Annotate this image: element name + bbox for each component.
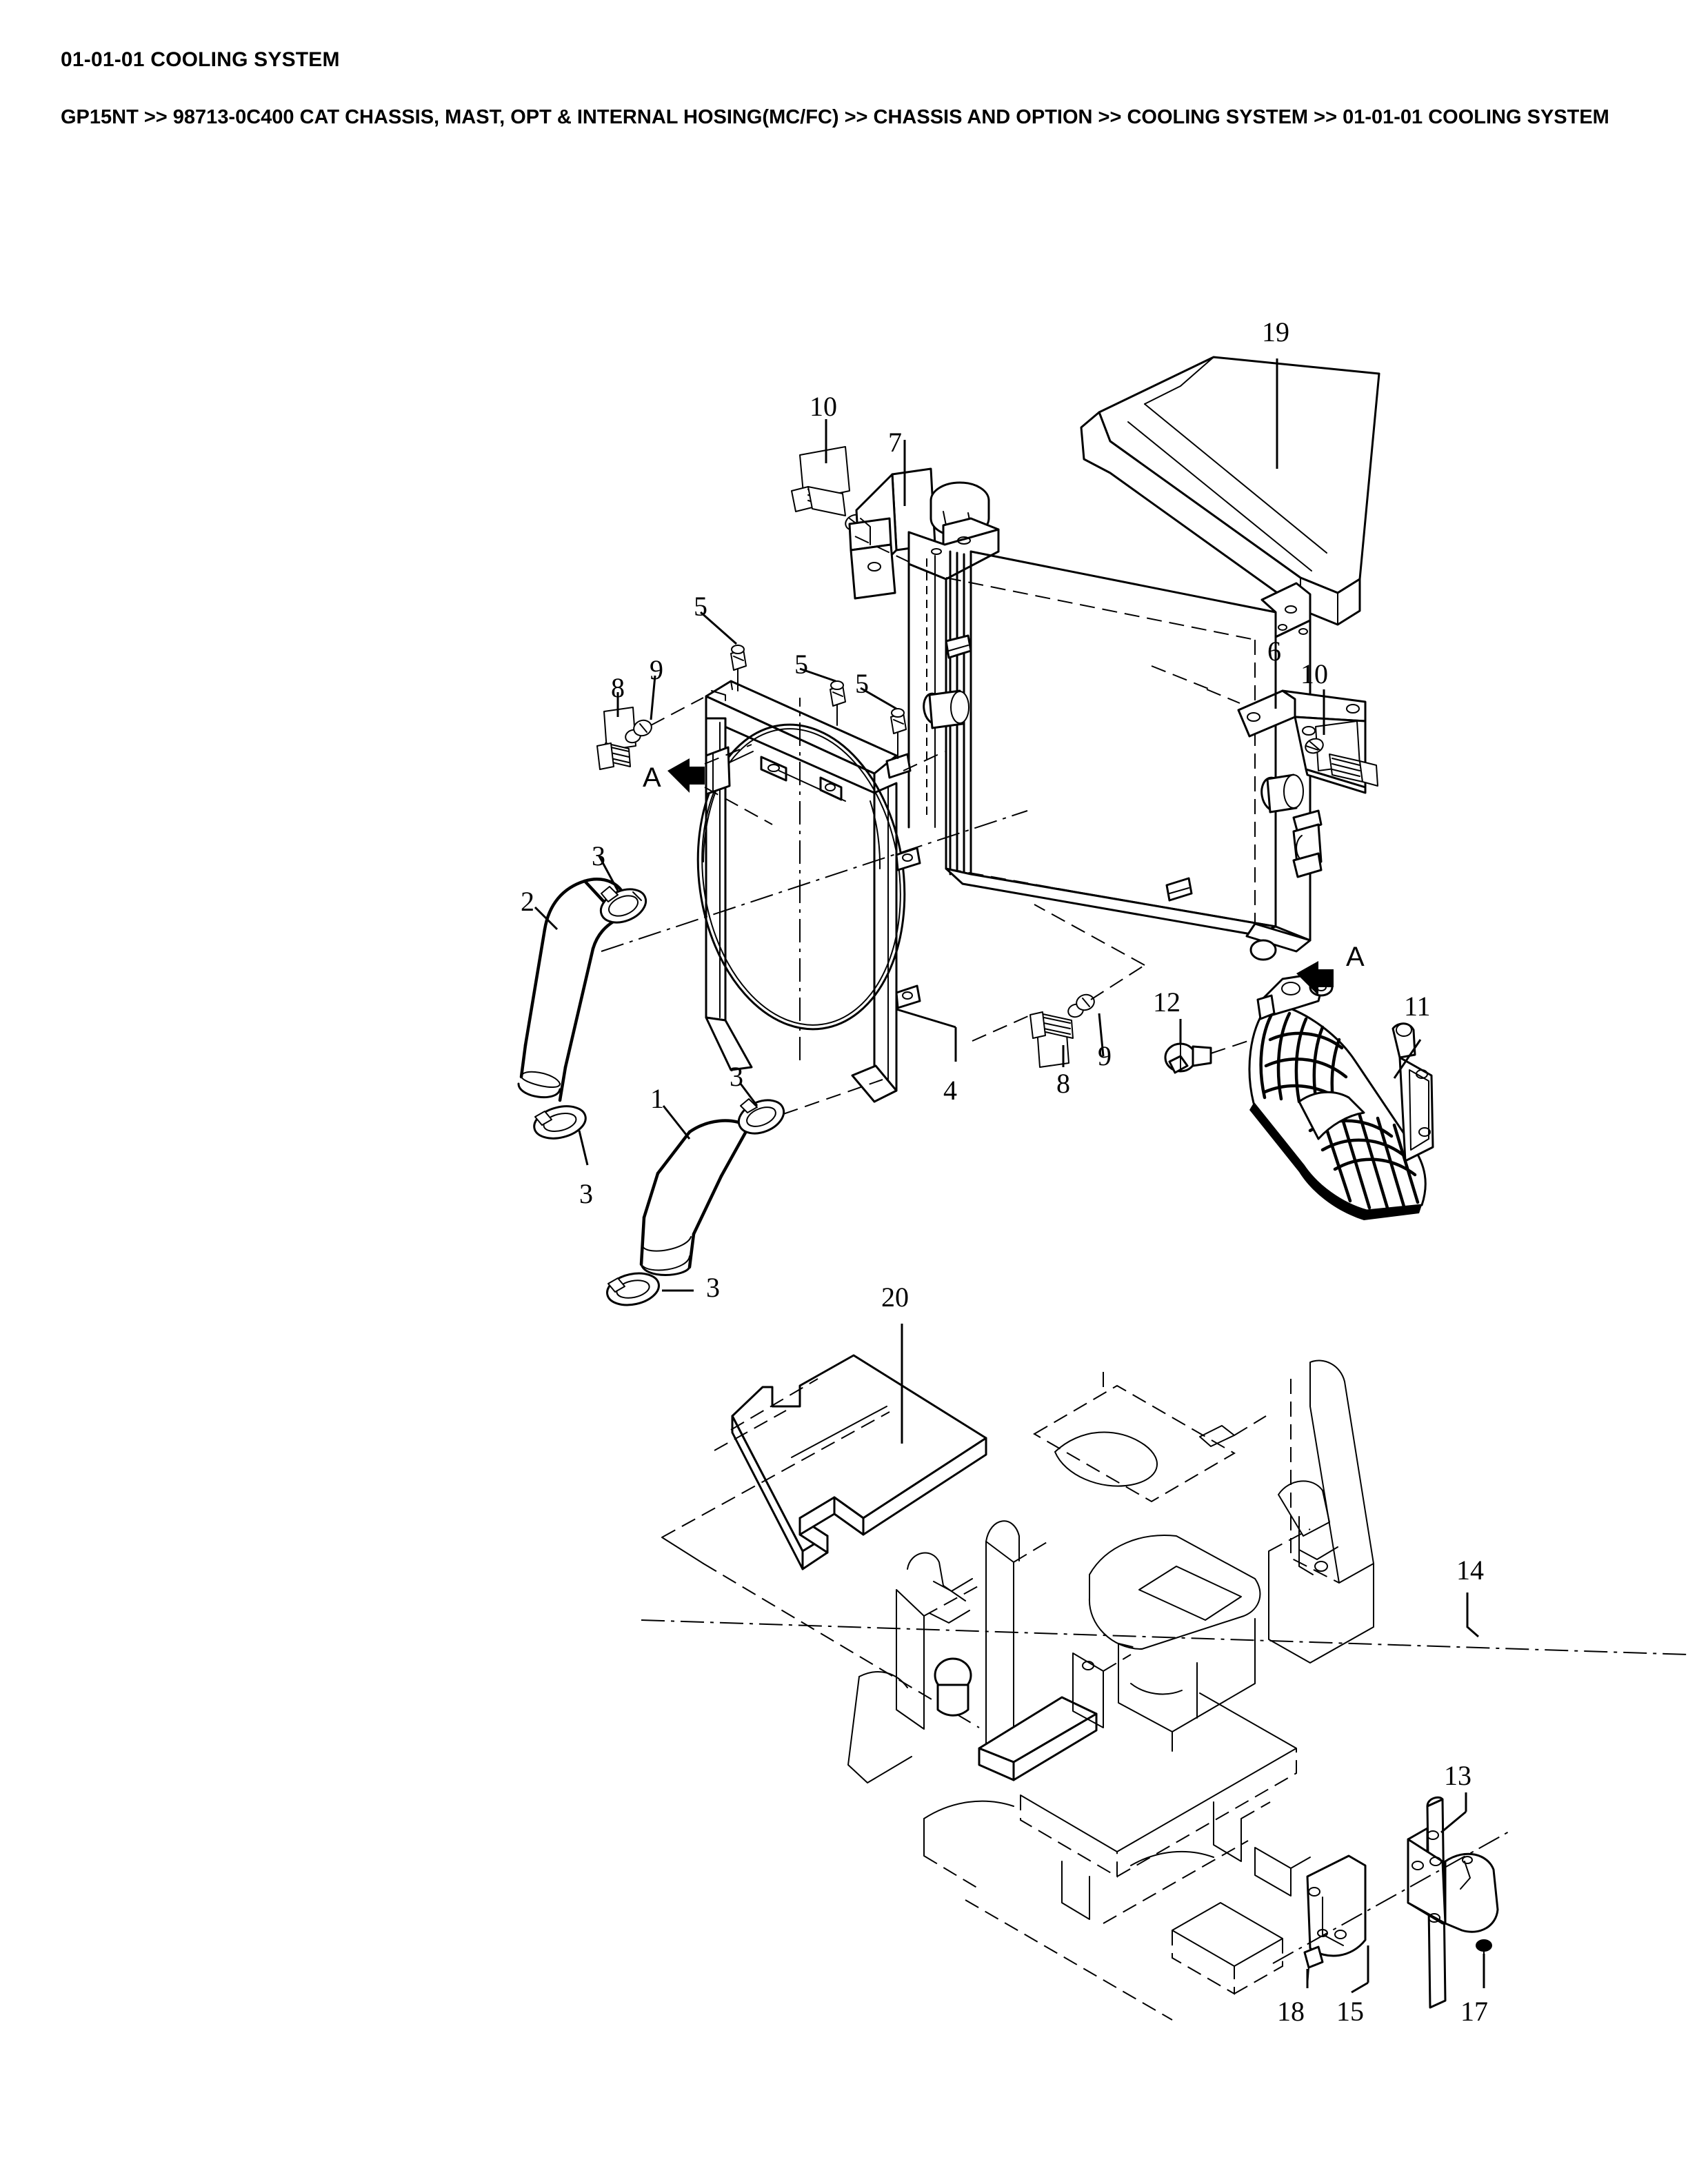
callout-5-c: 5 (855, 668, 869, 699)
page-title: 01-01-01 COOLING SYSTEM (61, 48, 340, 71)
callout-10-a: 10 (810, 391, 837, 422)
section-arrow-left (667, 758, 705, 793)
callout-7: 7 (888, 427, 902, 458)
part-3-clamp-d (606, 1272, 660, 1306)
breadcrumb: GP15NT >> 98713-0C400 CAT CHASSIS, MAST,… (61, 106, 1609, 128)
callout-8-b: 8 (1056, 1068, 1070, 1099)
callout-19: 19 (1262, 316, 1289, 347)
callout-17: 17 (1460, 1996, 1488, 2027)
chassis-assembly (641, 1359, 1688, 2021)
callout-12: 12 (1153, 987, 1180, 1018)
radiator-core (907, 481, 1323, 961)
callout-8-a: 8 (611, 672, 625, 703)
part-10-bolt-right (1305, 720, 1378, 787)
callout-4: 4 (943, 1075, 957, 1106)
callout-20: 20 (881, 1282, 909, 1313)
part-5-clip-a (730, 645, 747, 671)
part-3-clamp-a (599, 886, 647, 924)
part-20-insulation-pad (731, 1354, 987, 1570)
callout-9-a: 9 (650, 654, 663, 685)
callout-13: 13 (1444, 1760, 1471, 1791)
callout-6: 6 (1267, 636, 1281, 667)
callout-3-c: 3 (730, 1061, 743, 1092)
part-3-clamp-b (533, 1105, 587, 1140)
callout-2: 2 (521, 886, 534, 917)
callout-9-b: 9 (1098, 1040, 1112, 1071)
callout-1: 1 (650, 1083, 664, 1114)
callout-5-b: 5 (794, 649, 808, 680)
part-5-clip-b (830, 680, 846, 707)
section-label-a-right: A (1346, 942, 1365, 972)
callout-3-d: 3 (706, 1272, 720, 1303)
section-arrow-right (1296, 961, 1334, 995)
part-5-clip-c (885, 708, 912, 779)
part-4-fan-shroud (696, 680, 921, 1103)
header: 01-01-01 COOLING SYSTEM GP15NT >> 98713-… (61, 48, 1633, 130)
callout-11: 11 (1404, 991, 1431, 1022)
part-1-lower-hose (639, 1119, 751, 1276)
part-11-fan-guard (1248, 973, 1434, 1220)
callout-3-b: 3 (579, 1178, 593, 1209)
part-3-clamp-c (737, 1098, 785, 1135)
part-10-bolt-upper (791, 446, 865, 532)
part-13-support-plate (1407, 1796, 1499, 2009)
callout-5-a: 5 (694, 591, 707, 622)
part-8-9-right (1029, 993, 1095, 1068)
callout-18: 18 (1277, 1996, 1305, 2027)
callout-15: 15 (1336, 1996, 1364, 2027)
callout-14: 14 (1456, 1555, 1484, 1586)
callout-3-a: 3 (592, 840, 605, 871)
part-12-screw (1164, 1042, 1212, 1074)
part-15-bracket (1306, 1854, 1367, 1957)
part-7-upper-bracket (848, 467, 936, 600)
callout-10-b: 10 (1300, 658, 1328, 689)
part-8-9-left (596, 707, 652, 770)
part-19-top-cover (1080, 356, 1380, 626)
section-label-a-left: A (643, 762, 661, 793)
